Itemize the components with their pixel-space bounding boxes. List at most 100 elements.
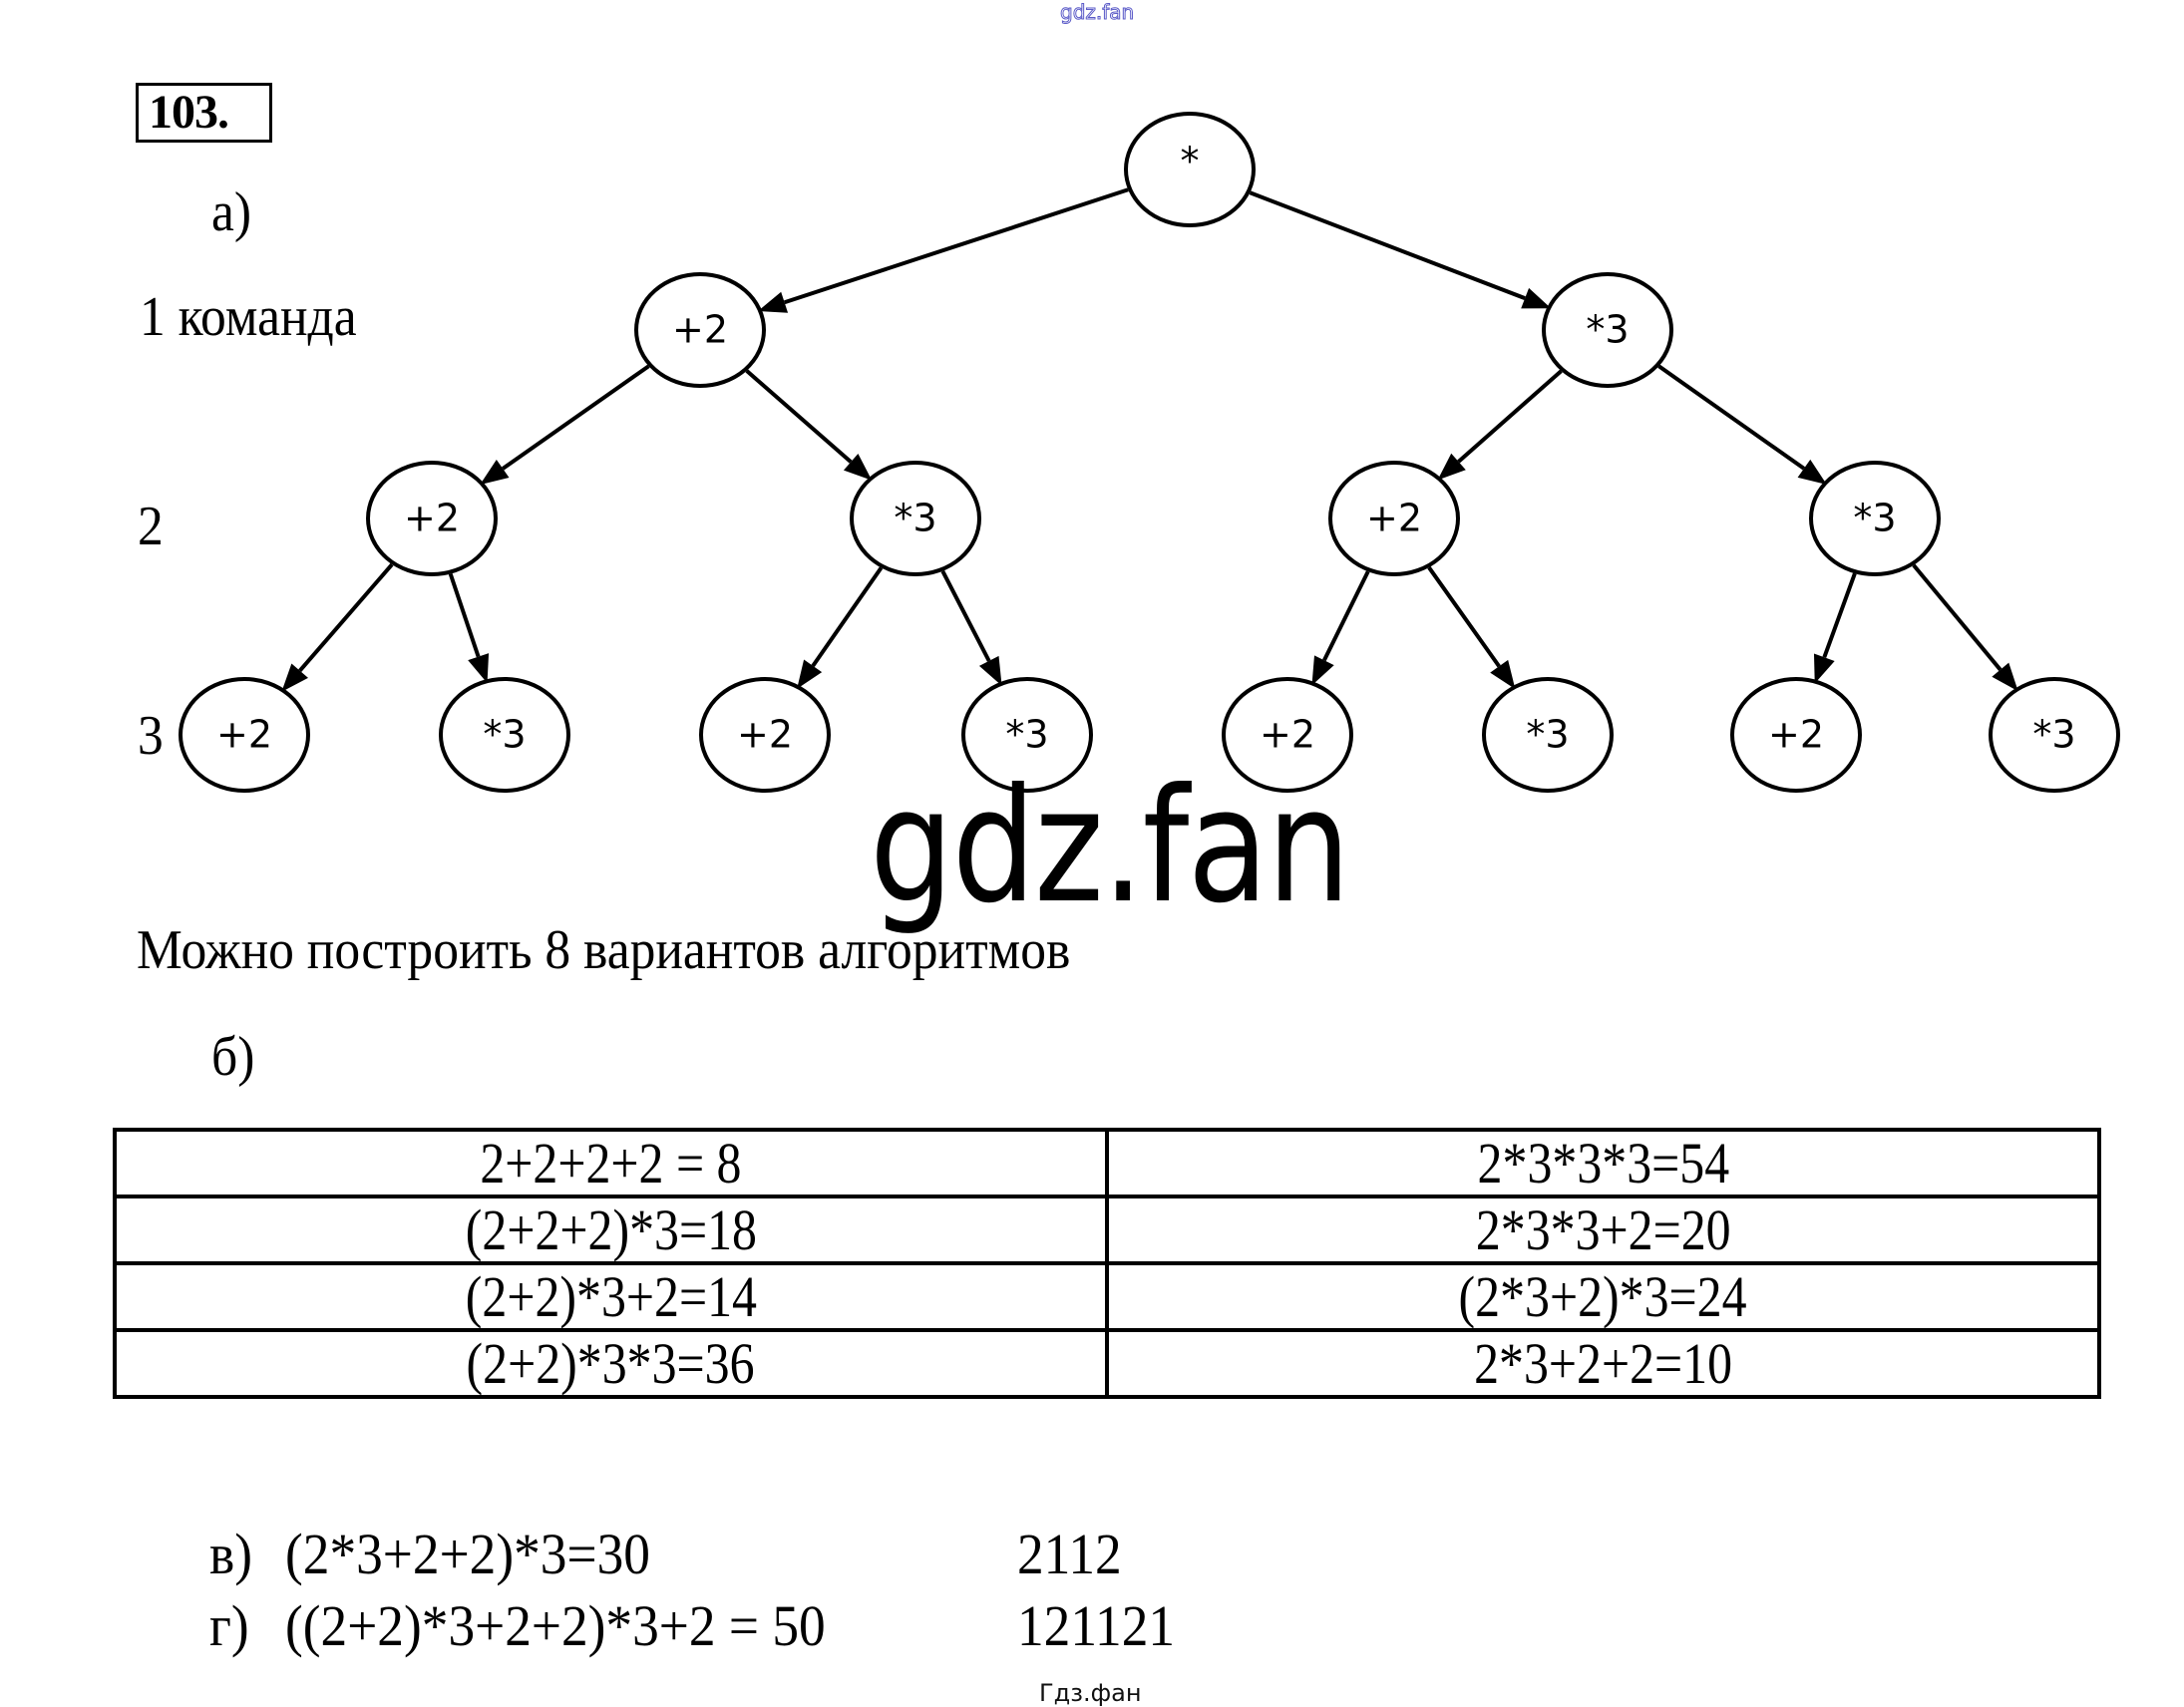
tree-node: +2	[699, 677, 831, 793]
node-circle	[1809, 461, 1941, 576]
node-label: +2	[737, 713, 793, 757]
node-label: *3	[1005, 713, 1048, 757]
tree-edge	[502, 364, 650, 471]
node-label: *3	[894, 497, 936, 540]
arrowhead-icon	[1490, 659, 1516, 690]
node-circle	[1124, 112, 1256, 227]
node-label: +2	[1260, 713, 1315, 757]
table-cell: (2*3+2)*3=24	[1105, 1261, 2101, 1332]
cell-text: (2+2+2)*3=18	[465, 1196, 757, 1262]
tree-edge	[298, 562, 394, 673]
cell-text: (2*3+2)*3=24	[1458, 1263, 1748, 1329]
arrowhead-icon	[797, 659, 823, 689]
arrowhead-icon	[843, 454, 873, 481]
site-watermark-small: gdz.fan	[1059, 0, 1135, 25]
level-label-1: 1 команда	[140, 286, 357, 348]
table-cell: 2*3+2+2=10	[1105, 1328, 2101, 1399]
arrowhead-icon	[1813, 653, 1835, 684]
node-circle	[961, 677, 1093, 793]
node-circle	[1730, 677, 1862, 793]
part-d-expression: ((2+2)*3+2+2)*3+2 = 50	[285, 1593, 826, 1658]
tree-node: *3	[961, 677, 1093, 793]
level-label-2: 2	[138, 496, 164, 557]
arrowhead-icon	[1437, 453, 1466, 481]
node-label: *3	[2032, 713, 2075, 757]
node-circle	[850, 461, 981, 576]
node-label: +2	[216, 713, 272, 757]
footer-watermark: Гдз.фан	[1039, 1679, 1142, 1707]
table-cell: (2+2+2)*3=18	[113, 1195, 1109, 1265]
tree-edge	[940, 569, 991, 662]
table-cell: (2+2)*3*3=36	[113, 1328, 1109, 1399]
part-b-label: б)	[211, 1026, 255, 1088]
arrowhead-icon	[1311, 655, 1334, 686]
node-circle	[1989, 677, 2120, 793]
node-circle	[1542, 272, 1673, 388]
node-label: +2	[1366, 497, 1422, 540]
arrowhead-icon	[1797, 459, 1827, 486]
tree-node: +2	[1222, 677, 1353, 793]
table-row: (2+2)*3+2=14 (2*3+2)*3=24	[113, 1261, 2101, 1332]
cell-text: 2+2+2+2 = 8	[480, 1130, 742, 1195]
tree-node: +2	[179, 677, 310, 793]
node-label: +2	[404, 497, 460, 540]
cell-text: 2*3*3+2=20	[1475, 1196, 1731, 1262]
level-label-3: 3	[138, 705, 164, 767]
tree-node: *3	[1809, 461, 1941, 576]
part-c-expression: (2*3+2+2)*3=30	[285, 1522, 650, 1586]
node-circle	[1222, 677, 1353, 793]
arrowhead-icon	[480, 459, 510, 486]
node-label: *3	[483, 713, 526, 757]
conclusion-text: Можно построить 8 вариантов алгоритмов	[137, 919, 1071, 981]
site-watermark-large: gdz.fan	[870, 755, 1350, 938]
tree-nodes: * +2 *3 +2 *3 +2 *3 +2 *3 +2 *3 +2 *3 +2 *3	[179, 112, 2120, 793]
node-circle	[1482, 677, 1614, 793]
arrowhead-icon	[1992, 662, 2018, 692]
tree-edge	[784, 187, 1129, 305]
node-circle	[439, 677, 570, 793]
part-c-label: в)	[209, 1522, 252, 1586]
node-label: +2	[1768, 713, 1824, 757]
part-d-program: 121121	[1017, 1593, 1176, 1658]
part-d-label: г)	[209, 1593, 249, 1658]
tree-node: *3	[1989, 677, 2120, 793]
tree-edge	[1912, 563, 2002, 671]
tree-node: *3	[850, 461, 981, 576]
node-label: +2	[672, 308, 728, 352]
problem-number: 103.	[136, 83, 272, 143]
tree-edge	[1657, 364, 1806, 471]
table-cell: 2*3*3*3=54	[1105, 1128, 2101, 1198]
part-c-program: 2112	[1017, 1522, 1122, 1586]
cell-text: 2*3+2+2=10	[1474, 1330, 1732, 1396]
tree-node: +2	[366, 461, 498, 576]
table-row: (2+2+2)*3=18 2*3*3+2=20	[113, 1195, 2101, 1265]
tree-edges	[281, 187, 2018, 692]
tree-edge	[1249, 190, 1526, 301]
tree-edge	[1322, 570, 1370, 662]
tree-node: *	[1124, 112, 1256, 227]
tree-edge	[745, 369, 853, 464]
table-cell: 2+2+2+2 = 8	[113, 1128, 1109, 1198]
arrowhead-icon	[758, 291, 789, 313]
tree-node: *3	[439, 677, 570, 793]
tree-node: +2	[1328, 461, 1460, 576]
table-cell: (2+2)*3+2=14	[113, 1261, 1109, 1332]
table-row: 2+2+2+2 = 8 2*3*3*3=54	[113, 1128, 2101, 1198]
node-label: *	[1181, 140, 1200, 183]
tree-edge	[811, 566, 884, 667]
cell-text: (2+2)*3+2=14	[465, 1263, 757, 1329]
cell-text: 2*3*3*3=54	[1477, 1130, 1729, 1195]
arrowhead-icon	[468, 653, 490, 684]
node-label: *3	[1526, 713, 1569, 757]
arrowhead-icon	[281, 663, 308, 692]
node-circle	[699, 677, 831, 793]
node-circle	[179, 677, 310, 793]
node-circle	[634, 272, 766, 388]
node-label: *3	[1853, 497, 1896, 540]
part-a-label: а)	[211, 181, 252, 243]
node-circle	[366, 461, 498, 576]
table-row: (2+2)*3*3=36 2*3+2+2=10	[113, 1328, 2101, 1399]
node-label: *3	[1586, 308, 1629, 352]
tree-node: *3	[1542, 272, 1673, 388]
